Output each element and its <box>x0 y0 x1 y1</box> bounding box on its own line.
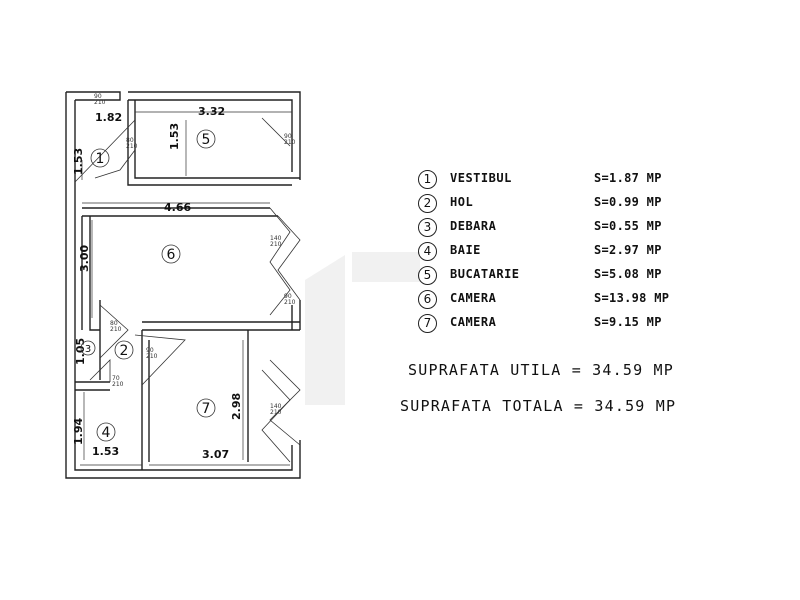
room-area: S=0.99 MP <box>594 195 662 209</box>
room-name: CAMERA <box>450 315 497 329</box>
room-marker-4: 4 <box>96 422 116 442</box>
total-area-summary: SUPRAFATA TOTALA = 34.59 MP <box>400 397 677 415</box>
door-swings <box>74 117 301 463</box>
room-area: S=13.98 MP <box>594 291 670 305</box>
dimension-lines <box>80 111 292 466</box>
room-markers: 1 2 3 4 5 6 7 <box>80 129 216 442</box>
room-legend: 1 VESTIBUL S=1.87 MP 2 HOL S=0.99 MP 3 D… <box>418 168 748 336</box>
svg-text:2: 2 <box>120 343 129 359</box>
room-marker-2: 2 <box>114 340 134 360</box>
room-area: S=0.55 MP <box>594 219 662 233</box>
legend-row-hol: 2 HOL S=0.99 MP <box>418 192 748 216</box>
room-number-badge: 4 <box>418 242 437 261</box>
dim-debara-height: 1.05 <box>74 338 87 365</box>
room-name: HOL <box>450 195 474 209</box>
dim-bucatarie-width: 3.32 <box>198 105 225 118</box>
room-marker-7: 7 <box>196 398 216 418</box>
room-number-badge: 7 <box>418 314 437 333</box>
dim-camera7-height: 2.98 <box>230 393 243 420</box>
svg-text:6: 6 <box>167 247 176 263</box>
room-number-badge: 1 <box>418 170 437 189</box>
dim-camera7-width: 3.07 <box>202 448 229 461</box>
svg-text:4: 4 <box>102 425 111 441</box>
room-name: DEBARA <box>450 219 497 233</box>
dimension-labels: 3.32 1.53 4.66 3.00 2.98 1.94 1.53 3.07 … <box>72 105 243 461</box>
usable-area-summary: SUPRAFATA UTILA = 34.59 MP <box>408 361 674 379</box>
svg-text:7: 7 <box>202 401 211 417</box>
legend-row-camera-7: 7 CAMERA S=9.15 MP <box>418 312 748 336</box>
dim-baie-width: 1.53 <box>92 445 119 458</box>
dim-vestibul-top: 1.82 <box>95 111 122 124</box>
room-number-badge: 6 <box>418 290 437 309</box>
svg-text:3: 3 <box>85 344 91 355</box>
room-marker-6: 6 <box>161 244 181 264</box>
dim-camera6-width: 4.66 <box>164 201 191 214</box>
room-name: BAIE <box>450 243 481 257</box>
legend-row-vestibul: 1 VESTIBUL S=1.87 MP <box>418 168 748 192</box>
room-area: S=9.15 MP <box>594 315 662 329</box>
watermark-logo <box>305 252 420 405</box>
legend-row-debara: 3 DEBARA S=0.55 MP <box>418 216 748 240</box>
room-area: S=5.08 MP <box>594 267 662 281</box>
outer-walls <box>65 91 301 479</box>
legend-row-baie: 4 BAIE S=2.97 MP <box>418 240 748 264</box>
room-marker-1: 1 <box>90 148 110 168</box>
dim-camera6-height: 3.00 <box>78 245 91 272</box>
room-name: BUCATARIE <box>450 267 520 281</box>
room-area: S=1.87 MP <box>594 171 662 185</box>
legend-row-camera-6: 6 CAMERA S=13.98 MP <box>418 288 748 312</box>
dim-vestibul-height: 1.53 <box>72 148 85 175</box>
room-number-badge: 2 <box>418 194 437 213</box>
svg-text:1: 1 <box>96 151 105 167</box>
room-name: CAMERA <box>450 291 497 305</box>
room-name: VESTIBUL <box>450 171 512 185</box>
legend-row-bucatarie: 5 BUCATARIE S=5.08 MP <box>418 264 748 288</box>
dim-bucatarie-height: 1.53 <box>168 123 181 150</box>
room-number-badge: 5 <box>418 266 437 285</box>
dim-baie-height: 1.94 <box>72 418 85 445</box>
room-marker-3: 3 <box>80 340 96 356</box>
room-number-badge: 3 <box>418 218 437 237</box>
svg-text:5: 5 <box>202 132 211 148</box>
room-area: S=2.97 MP <box>594 243 662 257</box>
room-marker-5: 5 <box>196 129 216 149</box>
